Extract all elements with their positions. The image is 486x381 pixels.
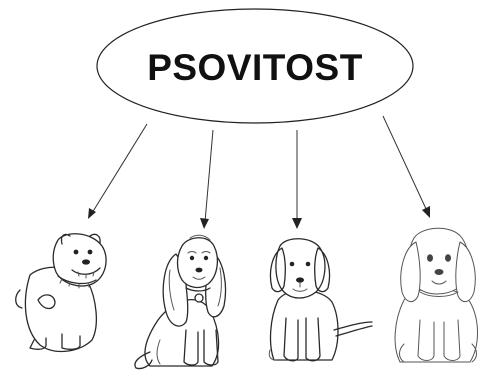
- cocker-spaniel-illustration: [134, 234, 227, 370]
- title-ellipse: [96, 8, 414, 124]
- title-text: PSOVITOST: [147, 47, 363, 88]
- title-node: PSOVITOST: [96, 8, 414, 124]
- arrow-to-bulldog: [88, 123, 148, 219]
- bulldog-illustration: [15, 233, 107, 353]
- arrow-to-hound: [382, 115, 430, 218]
- beagle-puppy-illustration: [268, 238, 373, 362]
- arrow-to-spaniel: [200, 129, 214, 229]
- arrows: [88, 115, 430, 229]
- arrow-to-beagle: [292, 130, 302, 229]
- floppy-ear-puppy-illustration: [394, 227, 478, 363]
